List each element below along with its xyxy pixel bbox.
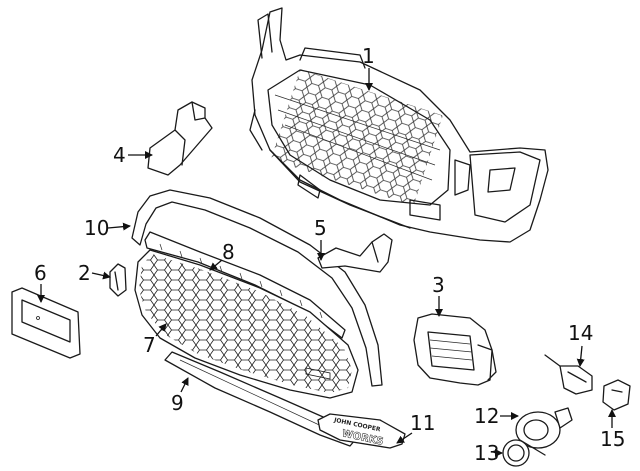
callout-5: 5	[314, 216, 327, 240]
callout-11-arrow	[396, 432, 413, 444]
bumper-cover	[249, 7, 549, 243]
callout-11: 11	[410, 411, 435, 435]
honeycomb-grille	[134, 249, 359, 399]
callout-7: 7	[143, 333, 156, 357]
callout-6: 6	[34, 261, 47, 285]
parking-sensor	[515, 407, 573, 456]
callout-9-arrow	[180, 377, 189, 393]
callout-10: 10	[84, 216, 109, 240]
callout-2-arrow	[91, 271, 111, 280]
connector	[602, 379, 631, 411]
callout-13: 13	[474, 441, 499, 465]
callout-9: 9	[171, 391, 184, 415]
bulb-socket	[544, 354, 593, 395]
works-emblem: WORKS JOHN COOPER	[317, 413, 406, 449]
callout-8: 8	[222, 240, 235, 264]
grille-upper-strip	[144, 231, 346, 339]
callout-15: 15	[600, 427, 625, 451]
callout-12: 12	[474, 404, 499, 428]
fog-lamp-housing	[413, 313, 497, 386]
air-duct-bracket	[147, 101, 213, 176]
upper-trim-strip	[131, 189, 383, 387]
callout-10-arrow	[107, 222, 131, 231]
callout-7-arrow	[155, 323, 167, 337]
mounting-clip	[109, 263, 127, 297]
callout-14: 14	[568, 321, 593, 345]
callout-14-arrow	[576, 345, 585, 367]
license-plate-bracket	[11, 287, 81, 359]
callout-8-arrow	[209, 259, 223, 271]
callout-2: 2	[78, 261, 91, 285]
callout-3: 3	[432, 273, 445, 297]
side-bracket	[317, 233, 393, 273]
sensor-ring	[502, 439, 530, 467]
callout-4: 4	[113, 143, 126, 167]
callout-1: 1	[362, 44, 375, 68]
